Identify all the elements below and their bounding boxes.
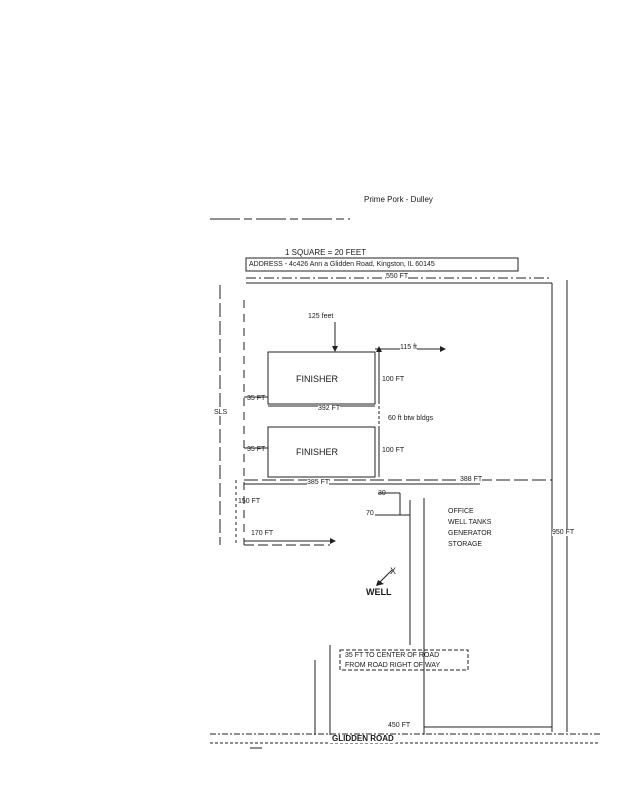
arrowhead-170	[330, 538, 336, 544]
scale-label: 1 SQUARE = 20 FEET	[285, 248, 367, 257]
distance-170-label: 170 FT	[251, 530, 274, 537]
between-buildings-label: 60 ft btw bldgs	[388, 415, 434, 422]
road-note-line-2: FROM ROAD RIGHT OF WAY	[345, 662, 441, 669]
finisher-upper-label: FINISHER	[296, 374, 339, 384]
well-label: WELL	[366, 587, 392, 597]
finisher-building-lower	[267, 426, 376, 478]
arrowhead-100	[376, 346, 382, 352]
height-100-lower-label: 100 FT	[382, 447, 405, 454]
office-item-2: GENERATOR	[448, 530, 492, 537]
right-side-label: 950 FT	[552, 529, 575, 536]
well-mark: X	[390, 566, 397, 576]
road-note-line-1: 35 FT TO CENTER OF ROAD	[345, 652, 440, 659]
arrowhead-well	[376, 580, 384, 586]
address-box	[245, 257, 519, 272]
office-item-1: WELL TANKS	[448, 519, 492, 526]
office-item-3: STORAGE	[448, 541, 483, 548]
top-width-label: 550 FT	[386, 273, 409, 280]
length-388-label: 388 FT	[460, 476, 483, 483]
length-385-label: 385 FT	[307, 479, 330, 486]
offset-150-label: 150 FT	[238, 498, 261, 505]
road-note-box	[339, 649, 469, 671]
length-30-label: 30	[378, 490, 386, 497]
address-label: ADDRESS - 4c426 Ann a Glidden Road, King…	[249, 261, 435, 268]
length-392-label: 392 FT	[318, 405, 341, 412]
arrowhead-115	[440, 346, 446, 352]
width-115-label: 115 ft	[400, 344, 417, 351]
finisher-building-upper	[267, 351, 376, 405]
length-70-label: 70	[366, 510, 374, 517]
road-label: GLIDDEN ROAD	[330, 734, 396, 743]
offset-125-label: 125 feet	[308, 313, 334, 320]
drawing-title: Prime Pork - Dulley	[364, 195, 433, 204]
bottom-450-label: 450 FT	[388, 722, 411, 729]
height-100-upper-label: 100 FT	[382, 376, 405, 383]
offset-35-upper-label: 35 FT	[247, 395, 266, 402]
well-arrow	[379, 569, 393, 583]
left-side-label: SLS	[214, 409, 228, 416]
office-item-0: OFFICE	[448, 508, 474, 515]
offset-35-lower-label: 35 FT	[247, 446, 266, 453]
arrowhead-125	[332, 346, 338, 352]
finisher-lower-label: FINISHER	[296, 447, 339, 457]
